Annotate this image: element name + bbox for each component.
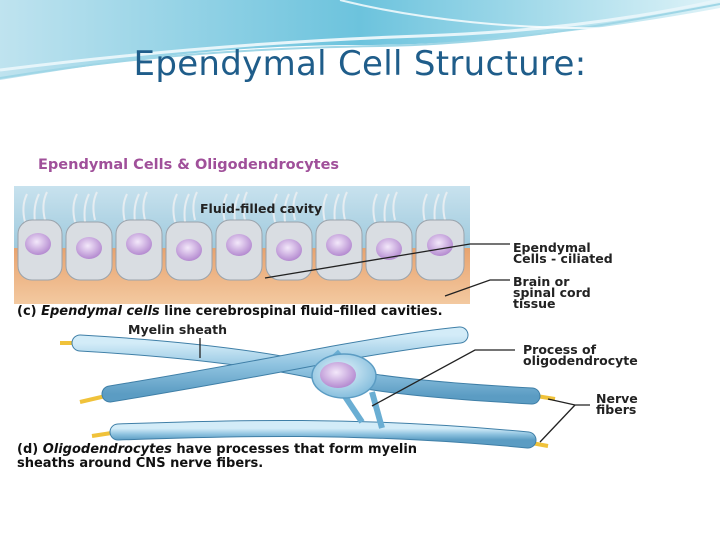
- label-nerve-fibers: Nerve fibers: [596, 391, 638, 417]
- caption-c-italic: Ependymal cells: [41, 304, 160, 319]
- header-swoosh: [0, 0, 720, 80]
- title-colon: :: [574, 44, 587, 84]
- label-ependymal-cells: Ependymal Cells - ciliated: [513, 240, 613, 266]
- slide-title: Ependymal Cell Structure:: [0, 44, 720, 84]
- label-nerve-line1: Nerve: [596, 391, 638, 406]
- caption-c-prefix: (c): [17, 304, 42, 319]
- ependymal-cells: [17, 219, 465, 281]
- myelinated-axons: [60, 326, 556, 449]
- leader-lines-d: [199, 338, 590, 443]
- leader-lines-c: [264, 243, 510, 297]
- cilia: [22, 191, 448, 223]
- label-myelin-sheath: Myelin sheath: [128, 322, 228, 337]
- label-process-line1: Process of: [523, 342, 597, 357]
- label-brain-line2: spinal cord: [513, 285, 591, 300]
- label-fluid-cavity: Fluid-filled cavity: [200, 201, 323, 216]
- figure-heading: Ependymal Cells & Oligodendrocytes: [38, 157, 340, 173]
- label-ependymal-line1: Ependymal: [513, 240, 591, 255]
- label-ependymal-line2: Cells - ciliated: [513, 251, 613, 266]
- label-brain-line3: tissue: [513, 296, 556, 311]
- caption-c-rest: line cerebrospinal fluid–filled cavities…: [159, 304, 443, 319]
- ependymal-illustration: [0, 150, 720, 490]
- title-text: Ependymal Cell Structure: [133, 44, 575, 84]
- caption-d: (d) Oligodendrocytes have processes that…: [17, 442, 417, 457]
- caption-d-line2: sheaths around CNS nerve fibers.: [17, 456, 264, 471]
- caption-d-italic: Oligodendrocytes: [42, 442, 172, 457]
- label-brain-line1: Brain or: [513, 274, 570, 289]
- caption-c: (c) Ependymal cells line cerebrospinal f…: [17, 304, 443, 319]
- caption-d-rest: have processes that form myelin: [171, 442, 418, 457]
- label-brain-tissue: Brain or spinal cord tissue: [513, 274, 591, 311]
- label-oligodendrocyte-process: Process of oligodendrocyte: [523, 342, 638, 368]
- label-nerve-line2: fibers: [596, 402, 637, 417]
- caption-d-prefix: (d): [17, 442, 43, 457]
- label-process-line2: oligodendrocyte: [523, 353, 638, 368]
